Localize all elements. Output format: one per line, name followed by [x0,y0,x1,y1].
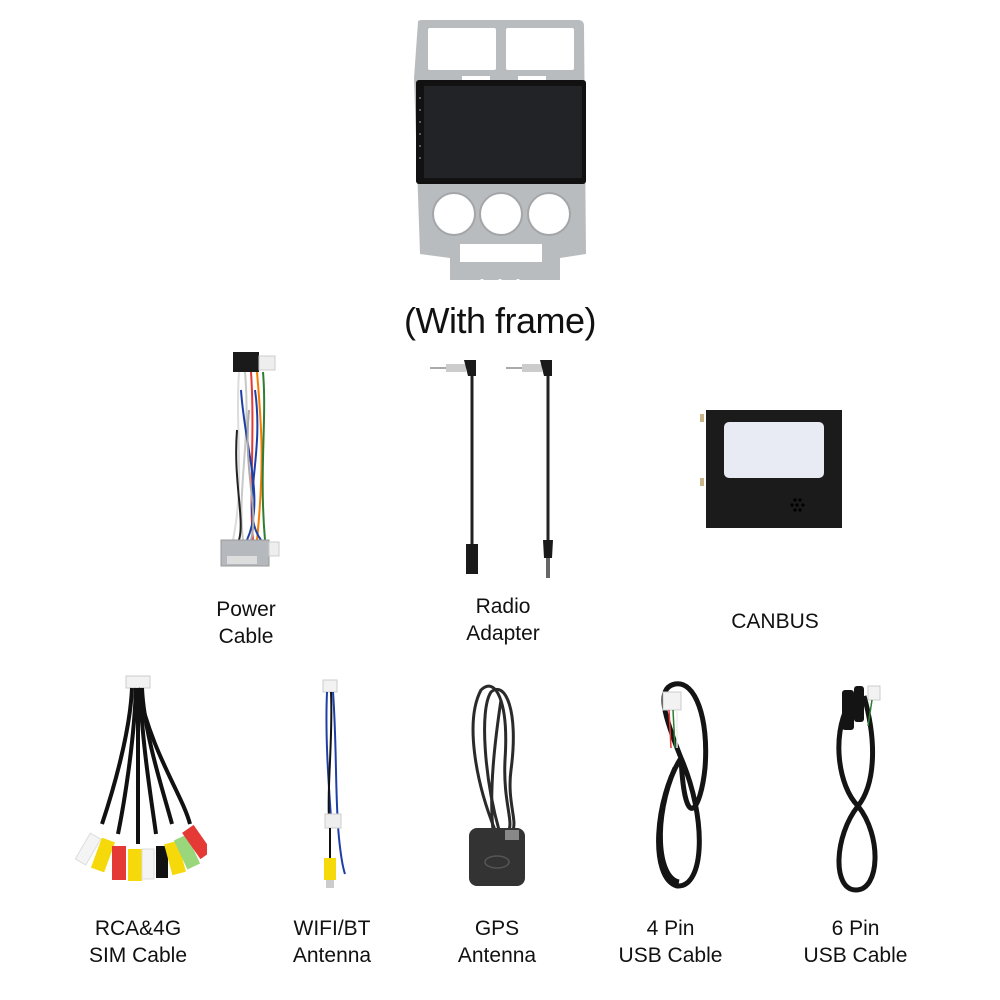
wifi-bt-antenna-image [315,678,355,890]
canbus-label: CANBUS [731,610,819,633]
canbus-image [700,408,845,530]
usb-cable-4pin-image [645,678,715,894]
gps-antenna-image [465,680,530,890]
power-cable-image [215,350,285,575]
head-unit-image [410,18,590,288]
with-frame-caption: (With frame) [404,300,597,341]
rca-4g-sim-cable-image [72,674,212,894]
radio-adapter-image [428,358,568,583]
usb-cable-6pin-image [828,676,888,896]
